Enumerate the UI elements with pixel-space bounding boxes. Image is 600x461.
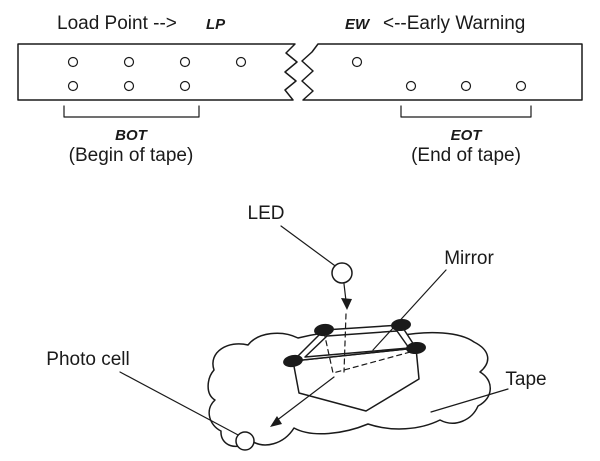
tape-strip-left [17, 43, 298, 101]
led-label: LED [248, 203, 285, 224]
bot-caption-label: (Begin of tape) [69, 145, 194, 166]
mirror-leader-line [372, 269, 447, 351]
tape-hole [123, 80, 135, 92]
tape-hole-load-point [235, 56, 247, 68]
reflected-beam-line [275, 376, 335, 422]
tape-hole-early-warning [351, 56, 363, 68]
mirror-foot [391, 318, 411, 332]
tape-strip-right [301, 43, 583, 101]
mirror-surface [304, 330, 410, 358]
tape-strip-section: Load Point --> LP EW <--Early Warning BO… [17, 13, 583, 166]
led-beam-arrowhead [341, 298, 352, 310]
tape-label: Tape [505, 369, 546, 390]
bot-bracket [63, 105, 200, 118]
hidden-edge-dashed [323, 331, 415, 374]
ew-label: EW [345, 16, 371, 33]
tape-hole [179, 80, 191, 92]
led-beam-line [343, 283, 347, 302]
mirror-foot [314, 323, 334, 337]
tape-hole [405, 80, 417, 92]
led-leader-line [280, 225, 339, 269]
eot-caption-label: (End of tape) [411, 145, 521, 166]
photocell-leader-line [119, 371, 241, 437]
photocell-label: Photo cell [46, 349, 129, 370]
tape-hole [460, 80, 472, 92]
tape-hole [123, 56, 135, 68]
tape-leader-line [430, 388, 509, 413]
tape-hole [179, 56, 191, 68]
lp-label: LP [206, 16, 226, 33]
tape-hole [67, 56, 79, 68]
early-warning-label: <--Early Warning [383, 13, 525, 34]
mirror-foot [406, 341, 426, 355]
reflected-beam-arrowhead [270, 416, 282, 427]
tape-hole [67, 80, 79, 92]
bot-abbr-label: BOT [115, 127, 149, 144]
eot-abbr-label: EOT [451, 127, 484, 144]
photocell-circle [235, 431, 255, 451]
mirror-label: Mirror [444, 248, 494, 269]
sensor-section: LED Mirror Photo cell Tape [46, 203, 547, 451]
load-point-label: Load Point --> [57, 13, 177, 34]
mirror-foot [283, 354, 303, 368]
led-circle [331, 262, 353, 284]
light-path-dashed [343, 313, 347, 373]
eot-bracket [400, 105, 532, 118]
tape-hole [515, 80, 527, 92]
